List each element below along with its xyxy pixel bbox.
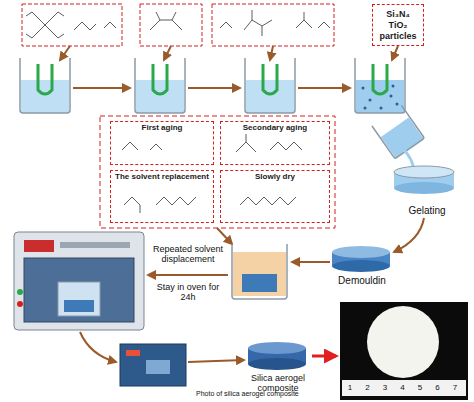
ruler <box>342 380 466 396</box>
oven <box>14 232 144 330</box>
solution <box>246 80 294 113</box>
particle <box>380 107 383 110</box>
step-label: Stay in oven for 24h <box>148 282 228 302</box>
oven-window <box>24 258 134 322</box>
particle <box>390 95 393 98</box>
beaker <box>232 244 287 299</box>
flow-arrow <box>392 46 398 60</box>
mould-top <box>394 166 454 178</box>
flow-arrow <box>188 360 244 362</box>
suspension <box>381 117 424 158</box>
particle <box>392 85 395 88</box>
beaker <box>355 58 405 113</box>
flow-arrow <box>270 46 273 60</box>
furnace <box>120 344 186 386</box>
step-label: Repeated solvent displacement <box>148 244 228 264</box>
step-label: Demouldin <box>330 276 394 286</box>
beaker <box>135 58 185 113</box>
oven-display <box>24 240 54 252</box>
ruler-number: 7 <box>449 383 461 393</box>
pouring-beaker <box>372 105 424 158</box>
stirrer <box>263 64 277 94</box>
reagent-box <box>212 4 334 46</box>
result-arrow <box>312 355 336 358</box>
photo-frame <box>340 302 468 400</box>
solvent <box>233 252 286 296</box>
particle <box>362 87 365 90</box>
mould-bottom <box>394 182 454 194</box>
furnace-window <box>146 360 170 374</box>
stage-box: Slowly dry <box>220 170 330 223</box>
gel-bottom <box>332 260 390 272</box>
stirrer <box>38 64 52 94</box>
oxalic-acid-molecule <box>150 12 182 30</box>
ethanol-molecule <box>74 22 96 30</box>
water-molecule <box>220 22 232 28</box>
furnace-display <box>126 350 140 356</box>
aerogel-top <box>248 342 306 354</box>
aerogel-bottom <box>248 358 306 370</box>
flow-arrow <box>217 228 232 244</box>
suspension <box>356 80 404 113</box>
photo-caption: Photo of silica aerogel composite <box>196 389 342 399</box>
gel-top <box>332 246 390 258</box>
oven-panel <box>60 242 130 248</box>
aging-molecule <box>122 142 162 150</box>
hexane-molecule <box>240 197 296 205</box>
ruler-number: 1 <box>344 383 356 393</box>
particle <box>369 99 372 102</box>
step-label: Gelating <box>392 206 462 216</box>
flow-arrow <box>298 87 350 89</box>
stage-box: Secondary aging <box>220 121 330 165</box>
stage-box: First aging <box>110 121 214 165</box>
flow-arrow <box>148 274 228 276</box>
solution <box>21 80 69 113</box>
reagent-box: Si₃N₄ TiO₂ particles <box>372 4 424 46</box>
stirrer <box>373 64 387 94</box>
ruler-number: 4 <box>397 383 409 393</box>
stage-heading: Slowly dry <box>222 172 328 181</box>
stage-heading: First aging <box>112 123 212 132</box>
reagent-box <box>22 4 122 46</box>
aging-group-box <box>100 116 335 228</box>
ruler-number: 6 <box>432 383 444 393</box>
beaker <box>245 58 295 113</box>
stage-box: The solvent replacement <box>110 170 214 223</box>
ruler-number: 5 <box>414 383 426 393</box>
flow-arrow <box>73 87 130 89</box>
reagent-box <box>140 4 202 46</box>
stirrer <box>153 64 167 94</box>
ruler-number: 2 <box>362 383 374 393</box>
gel-in-oven <box>64 300 94 312</box>
flow-arrow <box>188 87 240 89</box>
ruler-number: 3 <box>379 383 391 393</box>
solvent-molecule <box>124 197 196 213</box>
flow-arrow <box>292 261 330 263</box>
beaker <box>20 58 70 113</box>
aging-molecule <box>236 134 302 152</box>
reagent-label: Si₃N₄ TiO₂ particles <box>376 9 420 42</box>
oven-knob <box>17 289 23 295</box>
teos-molecule <box>26 12 64 38</box>
water-molecule <box>104 22 116 28</box>
flow-arrow <box>60 46 70 60</box>
dmf-molecule <box>244 10 272 36</box>
flow-arrow <box>80 332 116 362</box>
flow-arrow <box>394 218 424 252</box>
particle <box>364 107 367 110</box>
gel-in-solvent <box>242 274 277 292</box>
beaker-in-oven <box>58 282 100 316</box>
solution <box>136 80 184 113</box>
ammonia-molecule <box>296 12 330 28</box>
stage-heading: Secondary aging <box>222 123 328 132</box>
oven-knob <box>17 301 23 307</box>
particle <box>396 103 399 106</box>
aerogel-disc-photo <box>367 306 439 378</box>
stage-heading: The solvent replacement <box>112 172 212 181</box>
flow-arrow <box>164 46 171 60</box>
